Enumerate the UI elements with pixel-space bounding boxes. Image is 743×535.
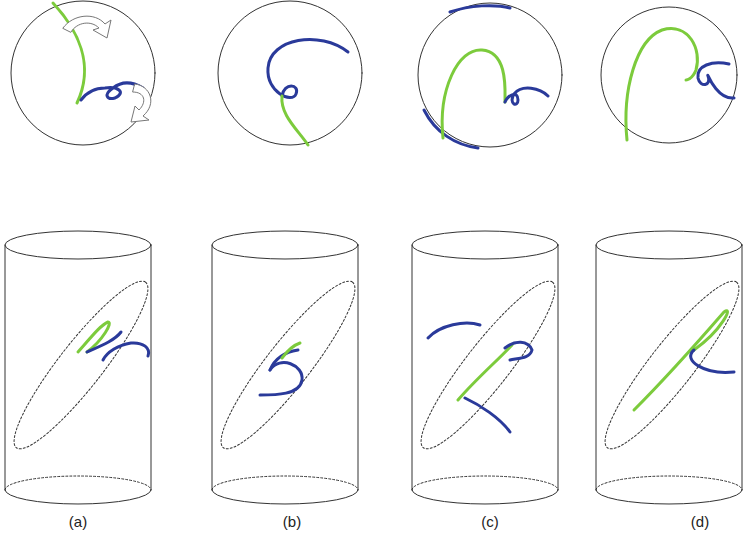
panel-label: (a): [67, 513, 89, 530]
panel-label: (d): [689, 513, 711, 530]
panel-label: (b): [281, 513, 303, 530]
panel-b: [206, 1, 370, 504]
panel-label: (c): [479, 513, 501, 530]
panel-d: [590, 7, 743, 504]
panel-a: [0, 1, 163, 504]
panel-c: [406, 3, 570, 504]
